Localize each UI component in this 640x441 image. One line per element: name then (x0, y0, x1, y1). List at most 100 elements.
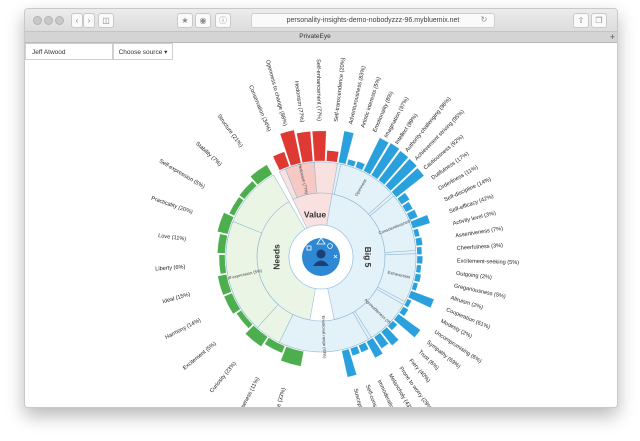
name-input-value: Jeff Atwood (32, 49, 66, 56)
bar-self-enhancement-77 (311, 130, 327, 162)
tabs-overview-icon[interactable]: ❐ (591, 13, 607, 28)
ring-segment-extraversion (377, 253, 417, 303)
bar-trust-6 (387, 320, 398, 331)
bar-adventurousness-83 (338, 130, 355, 165)
avatar-head-icon (316, 249, 326, 259)
zoom-window-button[interactable] (55, 16, 64, 25)
minimize-window-button[interactable] (44, 16, 53, 25)
bar-achievement-striving-95 (384, 158, 418, 192)
avatar-body-icon (313, 260, 329, 266)
bar-emotionality-8 (355, 160, 366, 171)
browser-toolbar: ‹ › ◫ ★ ◉ ⓘ personality-insights-demo-no… (25, 9, 617, 32)
info-icon[interactable]: ⓘ (215, 13, 231, 28)
label-self-expression-5: Self-expression (5%) (158, 159, 206, 191)
label-assertiveness-7: Assertiveness (7%) (455, 226, 504, 239)
bar-self-discipline-14 (406, 209, 419, 221)
sidebar-icon[interactable]: ◫ (98, 13, 114, 28)
ring-segment-emotional-range (278, 312, 369, 353)
label-cheerfulness-3: Cheerfulness (3%) (457, 243, 504, 252)
label-excitement-5: Excitement (5%) (182, 341, 218, 372)
label-outgoing-2: Outgoing (2%) (456, 271, 493, 281)
label-self-transcendence-20: Self-transcendence (20%) (334, 57, 347, 122)
cross-icon (333, 254, 338, 259)
back-button[interactable]: ‹ (71, 13, 83, 28)
label-cautiousness-92: Cautiousness (92%) (423, 134, 465, 171)
bar-harmony-14 (223, 292, 241, 315)
circle-icon (327, 243, 333, 249)
bar-self-efficacy-42 (409, 214, 431, 229)
bar-self-consciousness-11 (349, 345, 361, 357)
bar-stability-7 (239, 180, 257, 200)
bar-cautiousness-92 (391, 167, 425, 198)
bar-love-11 (217, 233, 228, 254)
bar-excitement-seeking-5 (416, 255, 423, 265)
label-curiosity-23: Curiosity (23%) (209, 361, 238, 395)
name-input[interactable]: Jeff Atwood (25, 43, 113, 60)
bar-ideal-15 (217, 274, 232, 296)
bar-susceptible-to-stress-68 (341, 348, 357, 378)
bar-artistic-interests-5 (346, 158, 357, 168)
bar-conservation-34 (272, 151, 290, 171)
ring-segment-self-expression (225, 221, 279, 329)
label-conservation-34: Conservation (34%) (247, 85, 271, 133)
label-challenge-33: Challenge (33%) (270, 387, 287, 407)
ring-label-emotional-range: Emotional range (43%) (321, 315, 328, 359)
label-openness-to-change-88: Openness to change (88%) (264, 59, 288, 126)
label-hedonism-77: Hedonism (77%) (293, 81, 305, 123)
label-closeness-11: Closeness (11%) (236, 376, 261, 407)
forward-button[interactable]: › (83, 13, 95, 28)
tab-bar: PrivateEye + (25, 32, 617, 43)
bar-assertiveness-7 (414, 236, 423, 247)
bar-immoderation-11 (358, 341, 370, 353)
bar-fiery-40 (380, 326, 400, 346)
bar-intellect-99 (370, 142, 400, 180)
label-self-enhancement-77: Self-enhancement (77%) (315, 59, 322, 121)
bar-melancholy-43 (366, 337, 384, 359)
new-tab-button[interactable]: + (609, 32, 615, 42)
bar-cooperation-61 (407, 290, 435, 309)
close-window-button[interactable] (33, 16, 42, 25)
triangle-icon (316, 237, 326, 245)
bar-self-transcendence-20 (326, 150, 340, 163)
bar-authority-challenging-96 (378, 150, 409, 186)
bar-closeness-11 (264, 337, 286, 354)
star-icon[interactable]: ★ (177, 13, 193, 28)
bar-challenge-33 (280, 346, 304, 367)
bar-sympathy-69 (393, 313, 421, 338)
label-structure-21: Structure (21%) (216, 114, 244, 149)
label-liberty-6: Liberty (6%) (155, 264, 186, 272)
reload-icon[interactable]: ↻ (480, 15, 488, 24)
square-icon (306, 245, 312, 251)
address-text: personality-insights-demo-nobodyzzz-96.m… (286, 17, 460, 24)
label-activity-level-3: Activity level (3%) (452, 210, 496, 227)
bar-structure-21 (250, 164, 273, 186)
address-bar[interactable]: personality-insights-demo-nobodyzzz-96.m… (251, 13, 495, 28)
ring-segment-conscientiousness (369, 195, 417, 253)
bar-activity-level-3 (412, 228, 421, 238)
label-ideal-15: Ideal (15%) (162, 292, 191, 306)
tab-title[interactable]: PrivateEye (299, 33, 331, 40)
page-content: Jeff Atwood Choose source ▾ Hedonism (77… (25, 43, 617, 407)
choose-source-dropdown[interactable]: Choose source ▾ (113, 43, 173, 60)
bar-dutifulness-17 (396, 192, 410, 205)
bar-outgoing-2 (415, 264, 422, 274)
bar-uncompromising-6 (398, 306, 409, 317)
bar-gregariousness-5 (413, 273, 422, 283)
label-practicality-20: Practicality (20%) (150, 196, 193, 216)
bar-liberty-6 (218, 254, 227, 275)
bar-curiosity-23 (245, 325, 268, 347)
ring-segment-openness (333, 163, 393, 215)
bar-prone-to-worry-29 (373, 332, 389, 349)
bar-openness-to-change-88 (279, 129, 302, 167)
ghostery-icon[interactable]: ◉ (195, 13, 211, 28)
label-love-11: Love (11%) (158, 233, 187, 243)
bar-hedonism-77 (296, 131, 314, 164)
category-label-big5: Big 5 (363, 247, 373, 268)
label-altruism-2: Altruism (2%) (450, 295, 484, 311)
label-excitement-seeking-5: Excitement-seeking (5%) (457, 258, 519, 266)
bar-excitement-5 (236, 310, 253, 329)
bar-cheerfulness-3 (416, 246, 423, 255)
ring-segment-hedonism (285, 161, 317, 199)
label-harmony-14: Harmony (14%) (164, 318, 202, 341)
share-icon[interactable]: ⇧ (573, 13, 589, 28)
